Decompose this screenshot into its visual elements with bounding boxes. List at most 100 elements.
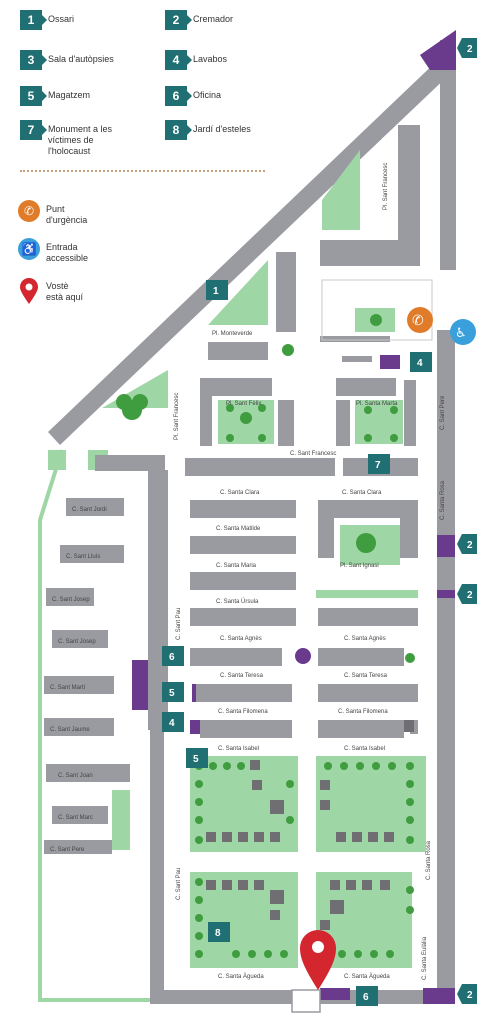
garden-path: [38, 449, 150, 1002]
svg-text:2: 2: [467, 990, 473, 1001]
office-area-outline: [321, 279, 433, 341]
legend-label: Ossari: [48, 14, 75, 24]
street-label: Pl. Sant Francesc: [383, 163, 389, 210]
legend-number-badge: 1: [20, 10, 47, 30]
street-label: C. Santa Filomena: [218, 709, 268, 715]
legend-label: Jardí d'esteles: [193, 124, 251, 134]
street-label: C. Santa Rosa: [426, 840, 432, 880]
legend-label: Monument a les víctimes de l'holocaust: [48, 124, 113, 156]
map-marker-4[interactable]: 4: [410, 352, 432, 372]
street-label: C. Santa Matilde: [216, 526, 261, 532]
map-marker-5[interactable]: 5: [186, 748, 208, 768]
map-marker-5[interactable]: 5: [162, 682, 184, 702]
street-label: C. Sant Jaume: [50, 727, 90, 733]
street-label: Pl. Sant Francesc: [174, 393, 180, 440]
phone-icon[interactable]: ✆: [407, 307, 433, 333]
legend-accessible-entrance: ♿ Entrada accessible: [18, 238, 88, 264]
legend-label: Oficina: [193, 90, 222, 100]
boundary-walls: [48, 40, 456, 1004]
street-label: C. Sant Jordi: [72, 507, 107, 513]
legend-number-badge: 7: [20, 120, 47, 140]
street-label: Pl. Monteverde: [212, 331, 253, 337]
location-pin-icon[interactable]: [300, 930, 336, 990]
svg-text:♿: ♿: [455, 326, 467, 341]
legend-label: Vostè està aquí: [46, 281, 84, 302]
street-label: C. Sant Pau: [176, 868, 182, 900]
street-label: C. Santa Isabel: [218, 746, 259, 752]
street-label: C. Sant Pere: [50, 847, 85, 853]
map-marker-6[interactable]: 6: [162, 646, 184, 666]
legend-item-5: 5 Magatzem: [20, 86, 90, 106]
legend-number-badge: 8: [165, 120, 192, 140]
legend-number-badge: 6: [165, 86, 192, 106]
svg-text:2: 2: [467, 540, 473, 551]
svg-text:4: 4: [169, 718, 175, 729]
street-label: C. Sant Josep: [52, 597, 90, 603]
street-label: C. Santa Agnès: [220, 636, 262, 642]
svg-text:7: 7: [375, 460, 381, 471]
map-marker-1[interactable]: 1: [206, 280, 228, 300]
wheelchair-icon[interactable]: ♿: [450, 319, 476, 345]
street-label: C. Santa Clara: [220, 490, 260, 496]
legend-item-7: 7 Monument a les víctimes de l'holocaust: [20, 120, 112, 157]
map-marker-2[interactable]: 2: [457, 984, 477, 1004]
svg-text:2: 2: [467, 44, 473, 55]
street-labels: Pl. Sant Francesc Pl. Monteverde Pl. San…: [50, 163, 446, 980]
map-marker-2[interactable]: 2: [457, 534, 477, 554]
street-label: C. Santa Àgueda: [218, 973, 264, 980]
legend-item-4: 4 Lavabos: [165, 50, 227, 70]
svg-text:✆: ✆: [412, 313, 424, 329]
svg-text:4: 4: [417, 358, 423, 369]
street-label: C. Sant Josep: [58, 639, 96, 645]
street-label: C. Santa Teresa: [344, 673, 388, 679]
street-label: C. Sant Joan: [58, 773, 93, 779]
legend-item-3: 3 Sala d'autòpsies: [20, 50, 114, 70]
legend-label: Cremador: [193, 14, 234, 24]
legend-number-badge: 2: [165, 10, 192, 30]
street-label: C. Sant Marc: [58, 815, 93, 821]
street-label: C. Sant Lluís: [66, 554, 100, 560]
map-marker-7[interactable]: 7: [368, 454, 390, 474]
legend-item-1: 1 Ossari: [20, 10, 74, 30]
svg-text:8: 8: [215, 928, 221, 939]
street-label: C. Santa Maria: [216, 563, 257, 569]
grave-plots: [206, 720, 414, 930]
street-label: C. Santa Àgueda: [344, 973, 390, 980]
street-label: C. Santa Rosa: [440, 480, 446, 520]
legend-item-6: 6 Oficina: [165, 86, 221, 106]
phone-icon: ✆: [18, 200, 40, 222]
street-label: Pl. Sant Fèlix: [226, 401, 261, 407]
legend-item-2: 2 Cremador: [165, 10, 233, 30]
legend-label: Punt d'urgència: [46, 204, 88, 225]
street-label: C. Santa Teresa: [220, 673, 264, 679]
numbered-markers: 1 2 2 2 2 4 7 6 5 4 5 8 6: [162, 38, 477, 1006]
legend-divider: [20, 170, 265, 172]
street-label: C. Sant Pau: [176, 608, 182, 640]
street-label: C. Santa Filomena: [338, 709, 388, 715]
location-pin-icon: [20, 278, 38, 304]
legend-label: Lavabos: [193, 54, 228, 64]
wheelchair-icon: ♿: [18, 238, 40, 260]
street-label: Pl. Sant Ignasi: [340, 563, 379, 569]
legend-number-badge: 3: [20, 50, 47, 70]
map-marker-4[interactable]: 4: [162, 712, 184, 732]
svg-text:6: 6: [169, 652, 175, 663]
main-gate: [291, 989, 321, 1013]
street-label: C. Sant Martí: [50, 685, 86, 691]
legend-emergency-point: ✆ Punt d'urgència: [18, 200, 87, 226]
svg-text:1: 1: [213, 286, 219, 297]
svg-text:5: 5: [169, 688, 175, 699]
map-marker-2[interactable]: 2: [457, 38, 477, 58]
street-label: C. Santa Isabel: [344, 746, 385, 752]
legend-label: Entrada accessible: [46, 242, 89, 263]
map-marker-8[interactable]: 8: [208, 922, 230, 942]
svg-text:2: 2: [467, 590, 473, 601]
map-marker-6[interactable]: 6: [356, 986, 378, 1006]
legend-number-badge: 5: [20, 86, 47, 106]
street-label: C. Santa Eulàlia: [422, 936, 428, 980]
legend-number-badge: 4: [165, 50, 192, 70]
map-marker-2[interactable]: 2: [457, 584, 477, 604]
legend-you-are-here: Vostè està aquí: [18, 277, 83, 305]
legend-item-8: 8 Jardí d'esteles: [165, 120, 251, 140]
